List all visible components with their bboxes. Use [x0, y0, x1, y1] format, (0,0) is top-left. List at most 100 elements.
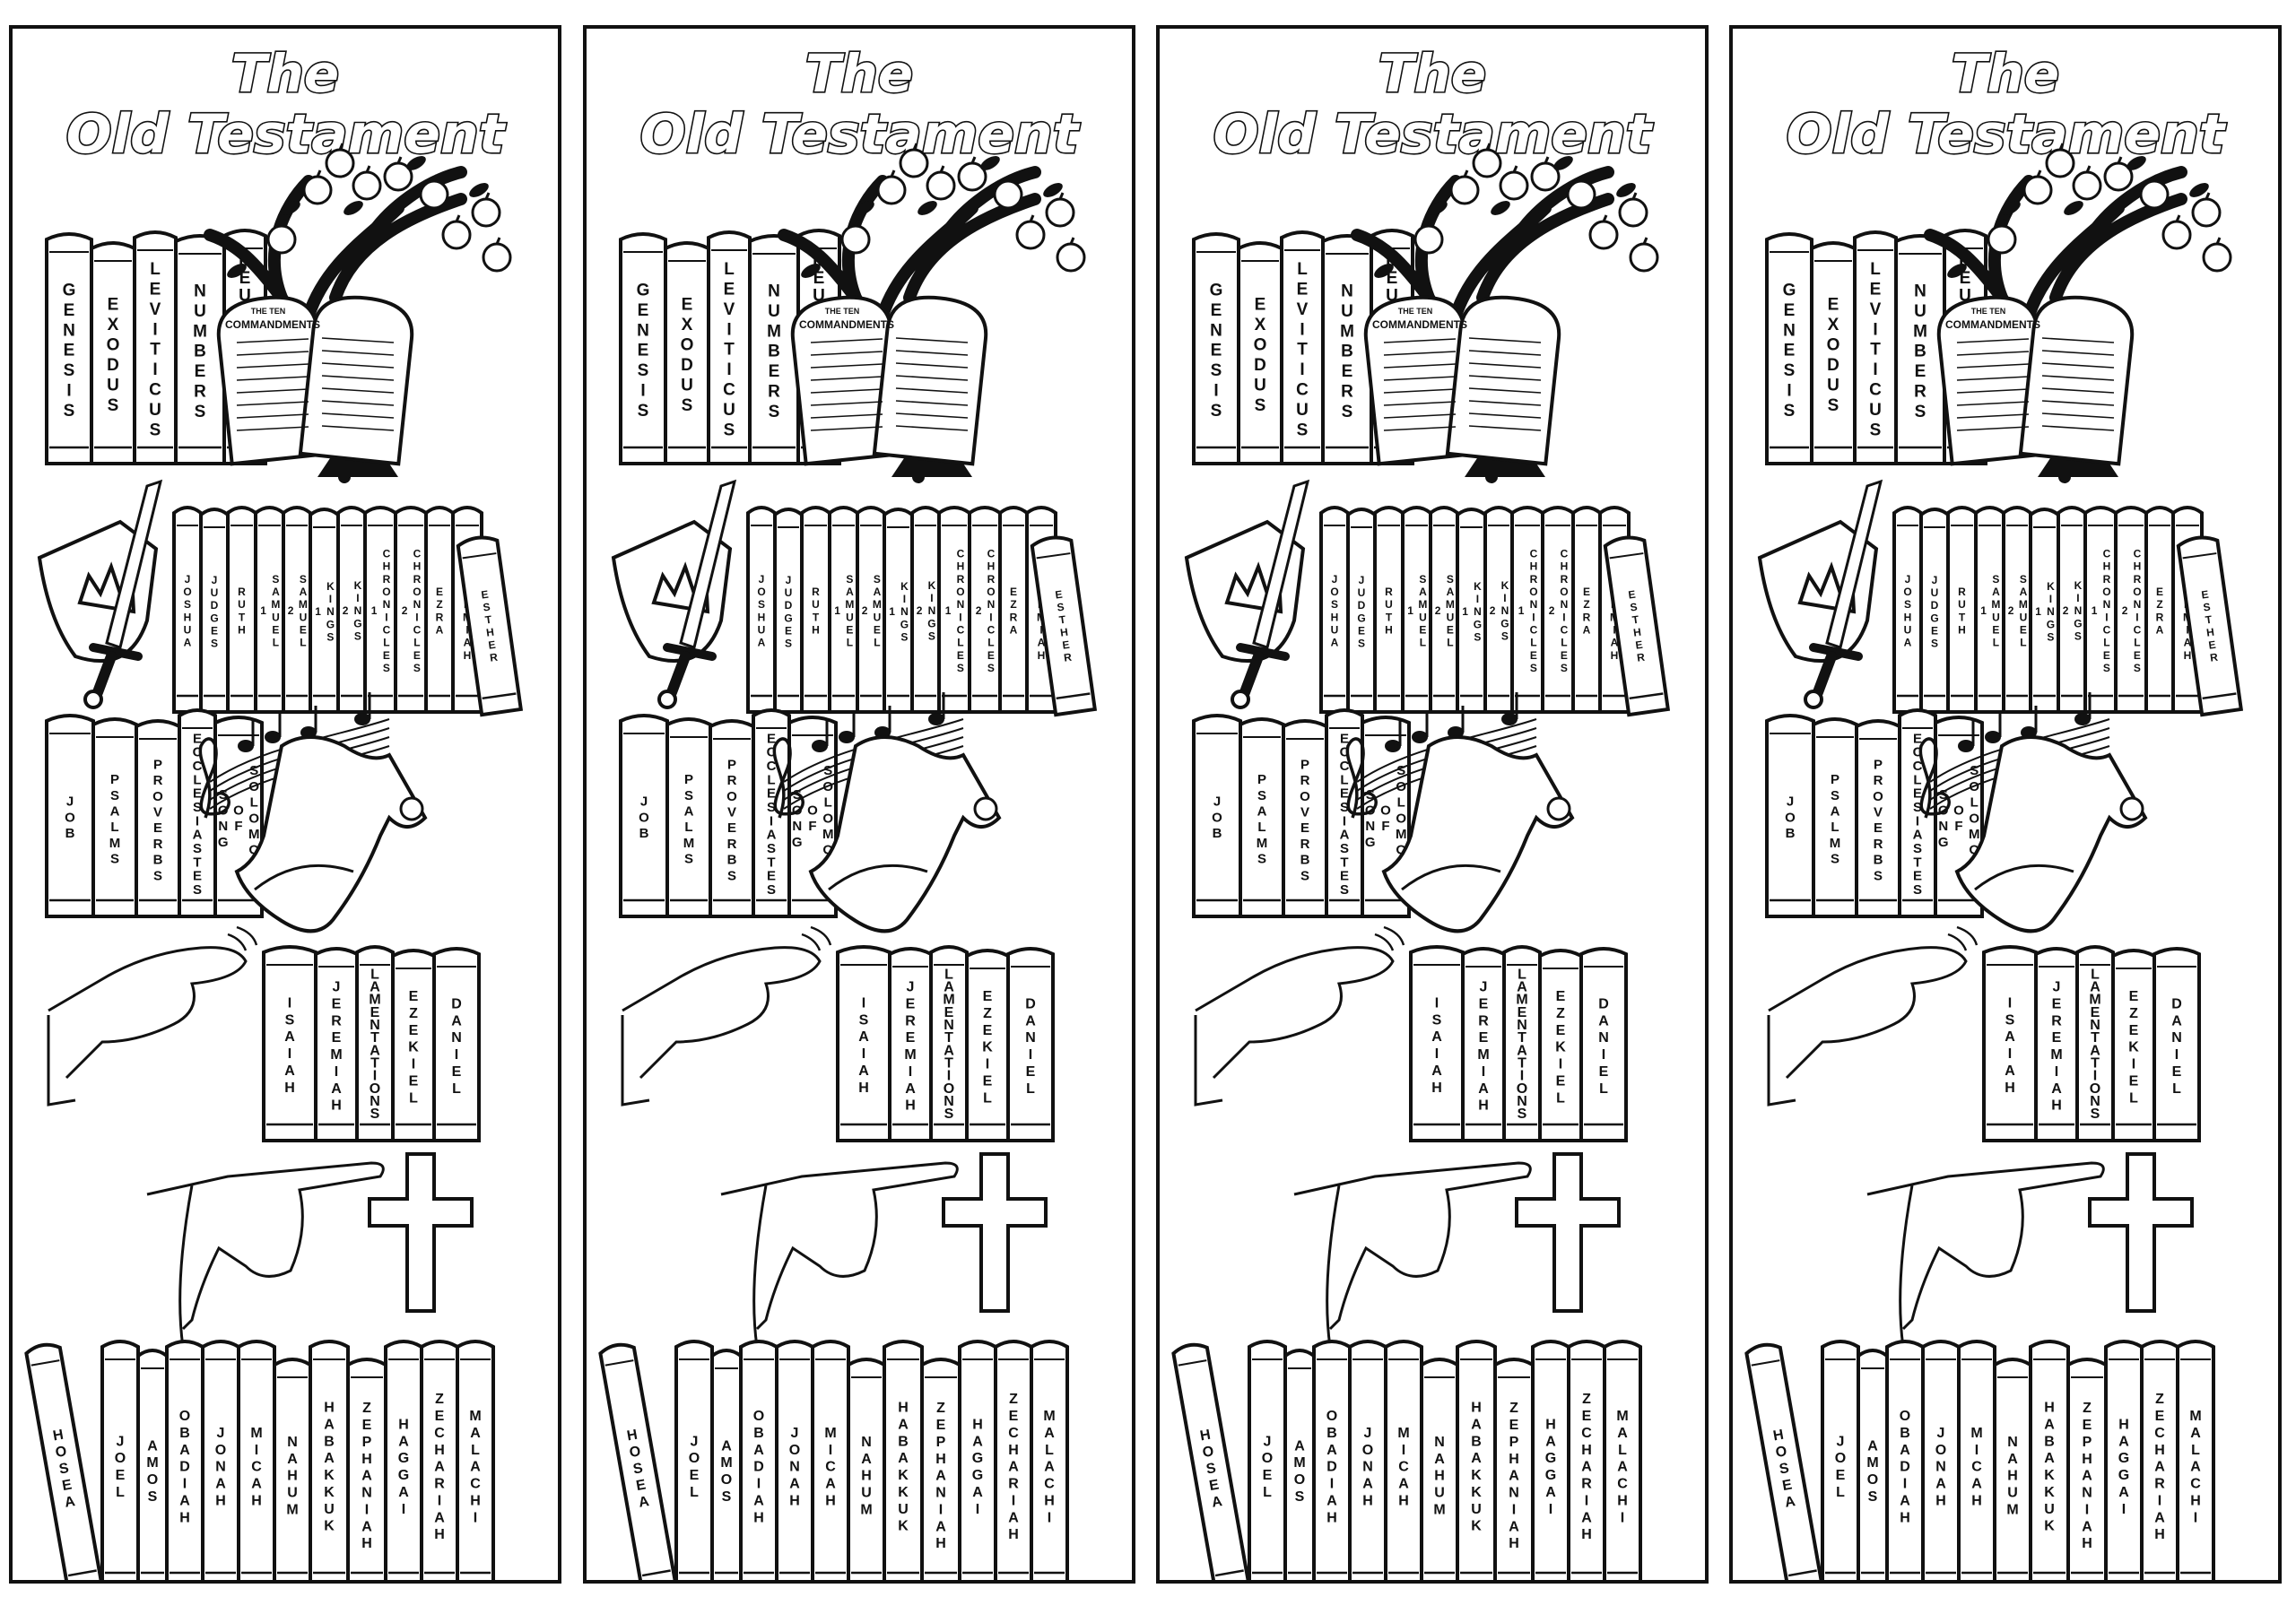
spine-label: 2	[1490, 604, 1496, 617]
shield-icon	[37, 519, 159, 663]
spine-label: 1	[945, 604, 952, 617]
book-spine: ESTHER	[456, 535, 524, 717]
spine-label: 2	[1435, 604, 1441, 617]
title-line-1: The	[231, 43, 339, 104]
tablets-heading: COMMANDMENTS	[1372, 318, 1467, 331]
spine-label: 2	[917, 604, 923, 617]
crown-icon	[1797, 561, 1857, 614]
book-spine: ESTHER	[2176, 535, 2244, 717]
crown-icon	[77, 561, 136, 614]
treble-clef-icon	[772, 737, 804, 819]
sword-icon	[657, 479, 737, 709]
book-spine: HOSEA	[1171, 1342, 1252, 1580]
spine-label: HOSEA	[625, 1428, 650, 1511]
spine-label: 2	[2008, 604, 2014, 617]
spine-label: 1	[889, 605, 895, 618]
title-line-2: Old Testament	[640, 103, 1081, 166]
spine-label: 2	[402, 604, 408, 617]
spine-label: 1	[1518, 604, 1525, 617]
shield-icon	[611, 519, 733, 663]
